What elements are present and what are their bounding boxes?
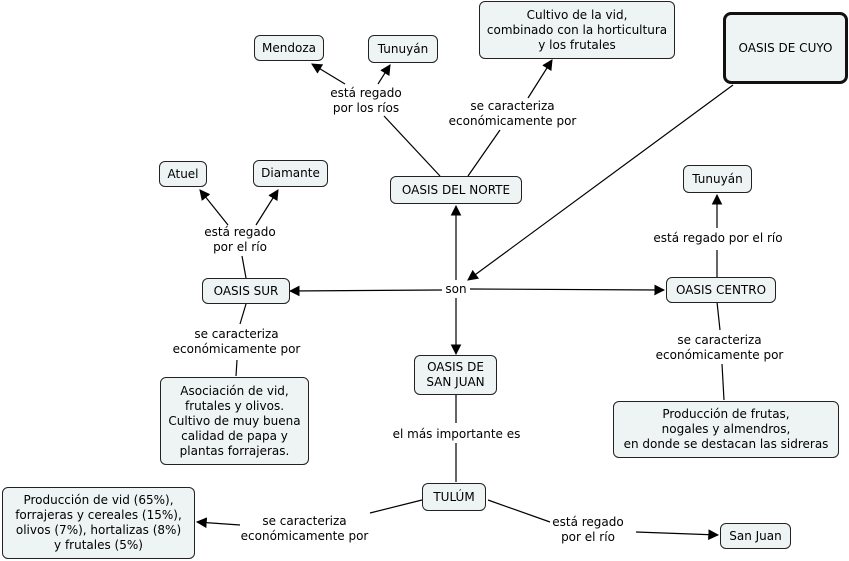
line-son-centro — [469, 284, 666, 296]
line-regado-diamante — [255, 189, 279, 226]
line-sur-caracteriza — [239, 303, 247, 325]
regado-rio-tulum-label: está regado por el río — [552, 515, 624, 544]
caracteriza-centro-label: se caracteriza económicamente por — [655, 333, 784, 362]
line-regado-atuel — [199, 189, 229, 226]
line-tulum-caracteriza — [369, 499, 423, 514]
caracteriza-sur-label: se caracteriza económicamente por — [172, 327, 301, 356]
atuel-node[interactable]: Atuel — [159, 161, 207, 187]
line-son-sur — [288, 285, 443, 297]
oasis-cuyo-node[interactable]: OASIS DE CUYO — [723, 12, 848, 84]
oasis-san-juan-node[interactable]: OASIS DE SAN JUAN — [414, 355, 497, 395]
line-caracteriza-cultivo — [527, 59, 553, 99]
line-norte-regado — [383, 115, 441, 177]
line-norte-caracteriza — [467, 129, 501, 177]
produccion-vid-node[interactable]: Producción de vid (65%), forrajeras y ce… — [2, 487, 195, 559]
line-caracteriza-produccion — [721, 363, 725, 401]
regado-rio-centro-label: está regado por el río — [653, 231, 783, 245]
regado-rios-norte-label: está regado por los ríos — [330, 86, 402, 115]
line-caracteriza-asociacion — [235, 359, 238, 377]
tulum-node[interactable]: TULÚM — [422, 483, 486, 511]
line-tulum-regado — [487, 499, 551, 523]
mas-importante-label: el más importante es — [392, 427, 521, 441]
mendoza-node[interactable]: Mendoza — [254, 35, 324, 61]
asociacion-node[interactable]: Asociación de vid, frutales y olivos. Cu… — [160, 377, 309, 465]
cultivo-vid-node[interactable]: Cultivo de la vid, combinado con la hort… — [479, 1, 675, 59]
tunuyan-centro-node[interactable]: Tunuyán — [683, 165, 752, 193]
line-sur-regado — [241, 255, 247, 279]
line-caracteriza-vid — [195, 517, 241, 529]
diamante-node[interactable]: Diamante — [253, 160, 328, 187]
line-centro-caracteriza — [716, 301, 721, 331]
oasis-sur-node[interactable]: OASIS SUR — [202, 278, 290, 304]
oasis-norte-node[interactable]: OASIS DEL NORTE — [390, 176, 522, 204]
line-regado-mendoza — [311, 63, 346, 85]
produccion-frutas-node[interactable]: Producción de frutas, nogales y almendro… — [613, 401, 839, 458]
caracteriza-norte-label: se caracteriza económicamente por — [448, 99, 577, 128]
son-label: son — [445, 282, 467, 296]
line-cuyo-son — [467, 84, 734, 281]
regado-rio-sur-label: está regado por el río — [204, 225, 276, 254]
line-regado-tunuyan — [377, 64, 391, 85]
san-juan-node[interactable]: San Juan — [720, 523, 791, 549]
caracteriza-tulum-label: se caracteriza económicamente por — [240, 514, 369, 543]
tunuyan-norte-node[interactable]: Tunuyán — [368, 35, 438, 63]
line-regado-sanjuan — [635, 529, 720, 541]
oasis-centro-node[interactable]: OASIS CENTRO — [666, 277, 776, 303]
